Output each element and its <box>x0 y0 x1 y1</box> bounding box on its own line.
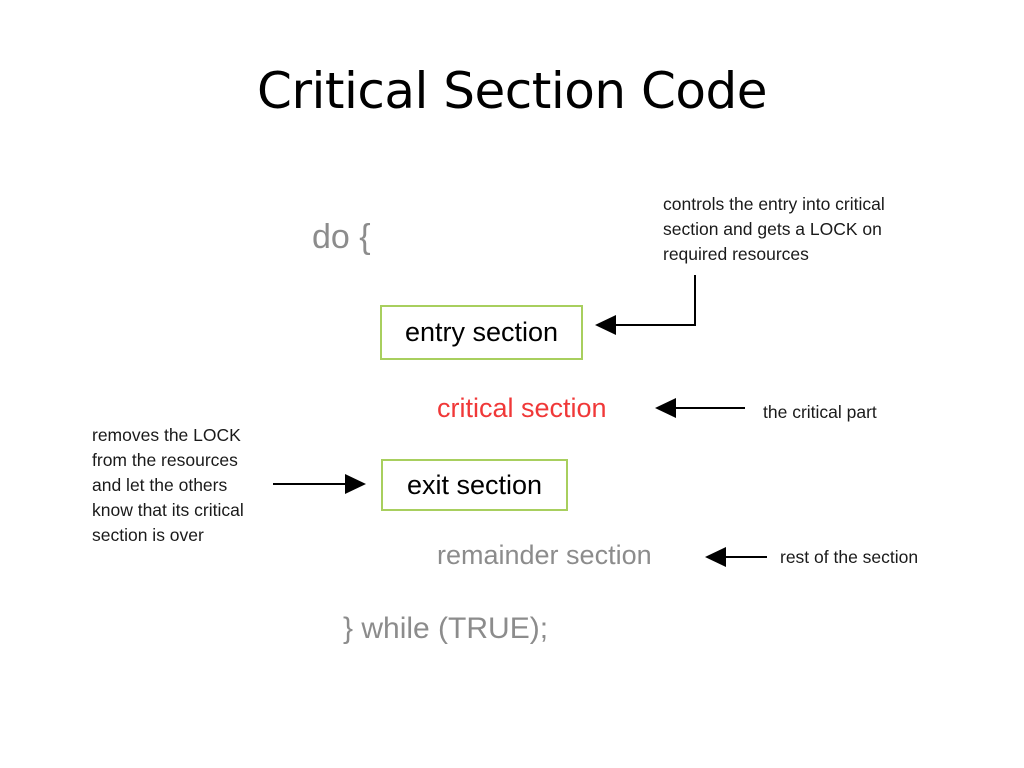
critical-annotation: the critical part <box>763 402 877 422</box>
entry-arrow <box>595 275 696 335</box>
exit-arrow <box>273 474 366 494</box>
code-do-open: do { <box>312 218 371 256</box>
entry-annotation-line: required resources <box>663 244 809 264</box>
entry-section-label: entry section <box>404 317 559 347</box>
entry-annotation: controls the entry into critical section… <box>663 192 885 267</box>
critical-arrow <box>655 398 745 418</box>
entry-annotation-line: section and gets a LOCK on <box>663 219 882 239</box>
remainder-section-label: remainder section <box>437 540 652 570</box>
exit-annotation-line: and let the others <box>92 475 228 495</box>
exit-annotation-line: section is over <box>92 525 204 545</box>
exit-annotation-line: removes the LOCK <box>92 425 241 445</box>
remainder-annotation: rest of the section <box>780 547 919 567</box>
exit-annotation-line: from the resources <box>92 450 238 470</box>
critical-section-label: critical section <box>437 393 607 423</box>
entry-annotation-line: controls the entry into critical <box>663 194 885 214</box>
entry-section-box: entry section <box>380 305 583 360</box>
exit-annotation-line: know that its critical <box>92 500 244 520</box>
exit-section-label: exit section <box>406 469 543 500</box>
slide-title: Critical Section Code <box>257 62 767 120</box>
exit-annotation: removes the LOCK from the resources and … <box>92 423 244 548</box>
remainder-arrow <box>705 547 767 567</box>
exit-section-box: exit section <box>381 459 568 511</box>
code-while-close: } while (TRUE); <box>343 612 549 645</box>
